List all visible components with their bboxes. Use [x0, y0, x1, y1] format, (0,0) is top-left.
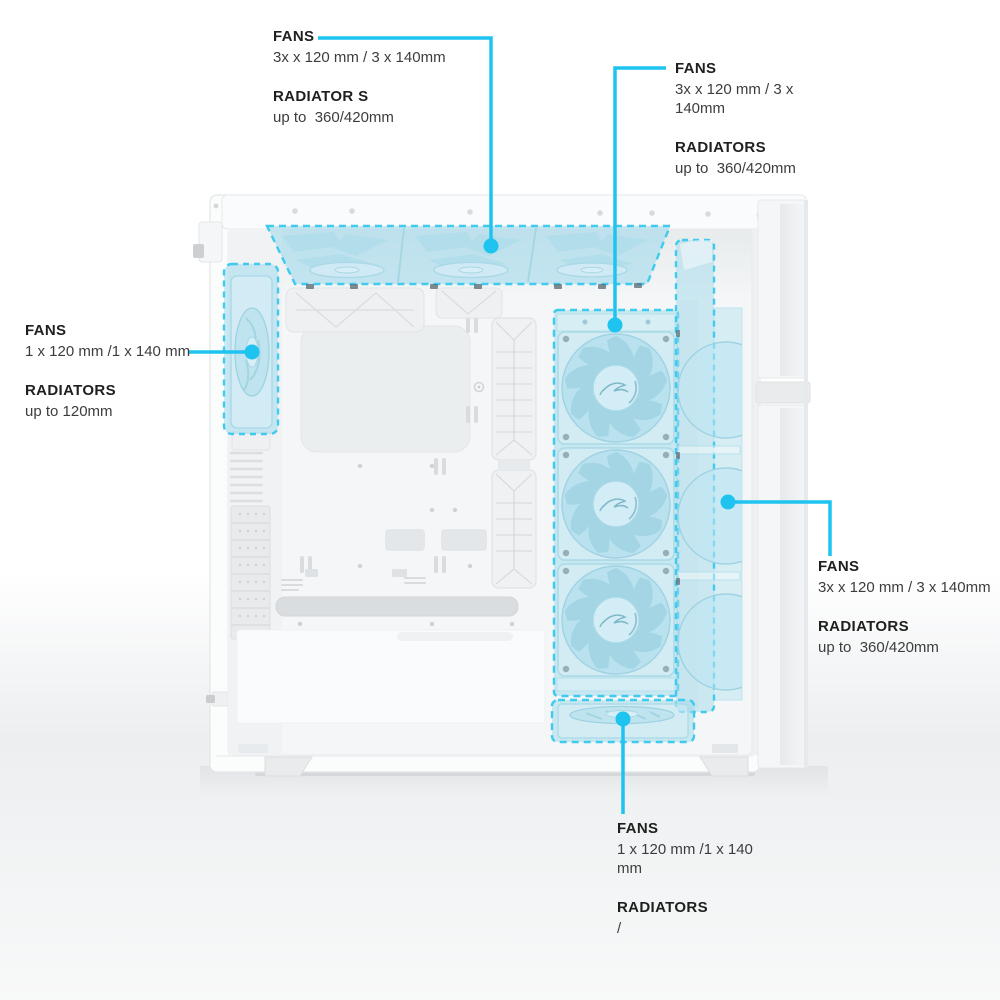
fans-spec: 3x x 120 mm / 3 x 140mm	[675, 81, 794, 117]
top-panel-screws	[292, 208, 711, 217]
top-mesh-covers	[285, 287, 503, 333]
label-top-fans: FANS 3x x 120 mm / 3 x 140mm RADIATOR S …	[273, 28, 446, 148]
radiators-heading: RADIATORS	[818, 618, 909, 635]
label-side-fans: FANS 3x x 120 mm / 3 x 140mm RADIATORS u…	[675, 60, 845, 199]
callout-dot-top-fans	[483, 238, 499, 254]
radiators-heading: RADIATORS	[25, 382, 116, 399]
callout-dot-front-fans	[720, 494, 736, 510]
callout-dot-side-fans	[607, 317, 623, 333]
callouts	[188, 36, 832, 814]
radiators-spec: up to 360/420mm	[675, 160, 796, 177]
callout-line-side-fans	[613, 66, 666, 325]
fans-spec: 3x x 120 mm / 3 x 140mm	[818, 579, 991, 596]
callout-line-front-fans	[728, 500, 832, 556]
front-pillar	[744, 199, 811, 769]
pcie-slot-covers	[230, 505, 271, 640]
fans-heading: FANS	[25, 322, 67, 339]
callout-dot-rear-fan	[244, 344, 260, 360]
case-foot-left	[264, 756, 313, 777]
case-bottom	[216, 744, 754, 777]
fans-spec: 3x x 120 mm / 3 x 140mm	[273, 49, 446, 66]
radiators-spec: up to 360/420mm	[273, 109, 394, 126]
label-bottom-fan: FANS 1 x 120 mm /1 x 140 mm RADIATORS /	[617, 820, 777, 959]
pillar-divider-bar	[755, 381, 811, 404]
ceiling-fan-row	[282, 227, 648, 289]
radiators-heading: RADIATORS	[617, 899, 708, 916]
fan-mount-clips	[306, 283, 642, 289]
front-fan-column-highlight	[674, 238, 743, 714]
label-rear-fan: FANS 1 x 120 mm /1 x 140 mm RADIATORS up…	[25, 322, 190, 442]
fans-heading: FANS	[675, 60, 717, 77]
radiators-heading: RADIATOR S	[273, 88, 369, 105]
case-foot-right	[699, 756, 749, 777]
radiators-spec: up to 360/420mm	[818, 639, 939, 656]
fans-heading: FANS	[818, 558, 860, 575]
callout-dot-bottom-fan	[615, 711, 631, 727]
top-fans-highlight	[265, 224, 672, 289]
motherboard-tray	[236, 316, 546, 753]
gpu-support-bar	[275, 596, 519, 617]
callout-line-top-fans	[318, 36, 493, 246]
callout-dots	[244, 238, 736, 727]
cable-bar-column	[491, 317, 537, 589]
fans-heading: FANS	[273, 28, 315, 45]
cable-grommets	[300, 316, 478, 573]
side-fan-stack-highlight	[552, 308, 680, 698]
label-front-fans: FANS 3x x 120 mm / 3 x 140mm RADIATORS u…	[818, 558, 991, 678]
psu-shroud	[236, 629, 546, 724]
radiators-heading: RADIATORS	[675, 139, 766, 156]
rear-edge-connectors	[193, 203, 229, 707]
cpu-cutout	[300, 325, 471, 453]
fans-spec: 1 x 120 mm /1 x 140 mm	[25, 343, 191, 360]
radiators-spec: up to 120mm	[25, 403, 113, 420]
rear-io-vents	[229, 451, 264, 503]
radiators-spec: /	[617, 920, 622, 937]
fans-spec: 1 x 120 mm /1 x 140 mm	[617, 841, 753, 877]
fans-heading: FANS	[617, 820, 659, 837]
cable-combs	[281, 577, 426, 591]
